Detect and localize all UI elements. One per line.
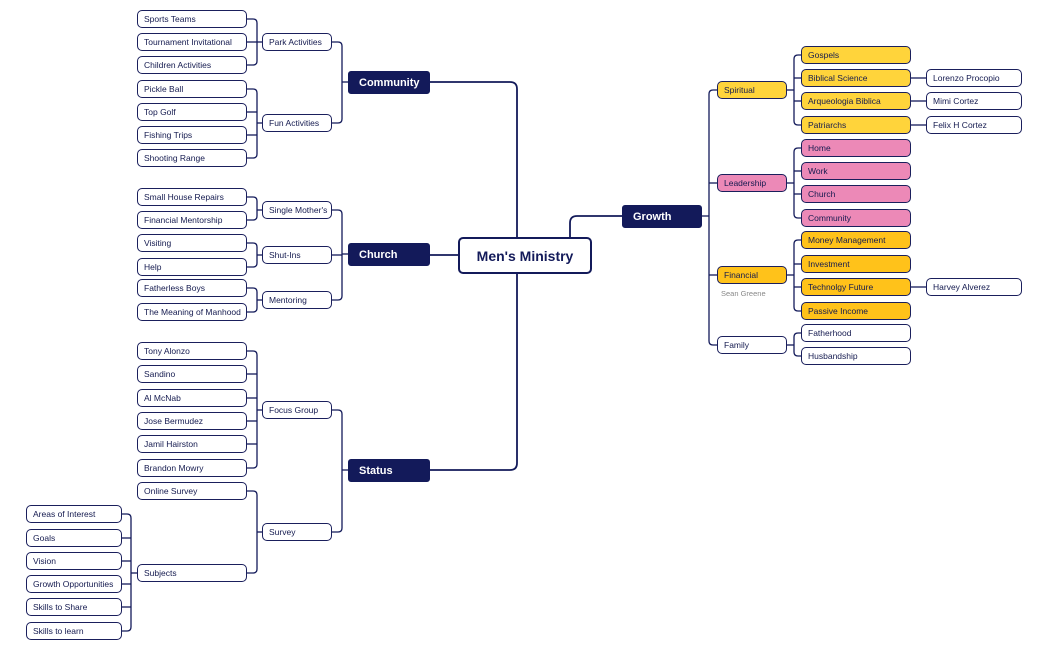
leaf-help[interactable]: Help — [137, 258, 247, 276]
leaf-online-survey[interactable]: Online Survey — [137, 482, 247, 500]
connector — [247, 18, 258, 24]
leaf-home[interactable]: Home — [801, 139, 911, 157]
subbranch-leadership[interactable]: Leadership — [717, 174, 787, 192]
leaf-jose-bermudez[interactable]: Jose Bermudez — [137, 412, 247, 430]
leaf-work[interactable]: Work — [801, 162, 911, 180]
leaf-passive-income[interactable]: Passive Income — [801, 302, 911, 320]
connector — [247, 262, 258, 268]
leaf-community[interactable]: Community — [801, 209, 911, 227]
connector — [247, 307, 258, 313]
leaf-vision[interactable]: Vision — [26, 552, 122, 570]
subbranch-survey[interactable]: Survey — [262, 523, 332, 541]
connector — [793, 351, 801, 357]
connector — [793, 332, 801, 338]
subbranch-mentoring[interactable]: Mentoring — [262, 291, 332, 309]
connector — [332, 41, 343, 47]
root-node[interactable]: Men's Ministry — [458, 237, 592, 274]
connector — [247, 88, 258, 94]
subbranch-family[interactable]: Family — [717, 336, 787, 354]
leaf-fatherless-boys[interactable]: Fatherless Boys — [137, 279, 247, 297]
branch-church[interactable]: Church — [348, 243, 430, 266]
leaf-al-mcnab[interactable]: Al McNab — [137, 389, 247, 407]
leaf-children-activities[interactable]: Children Activities — [137, 56, 247, 74]
leaf-areas-of-interest[interactable]: Areas of Interest — [26, 505, 122, 523]
connector — [332, 118, 343, 124]
branch-community[interactable]: Community — [348, 71, 430, 94]
leaf-gospels[interactable]: Gospels — [801, 46, 911, 64]
leaf-technolgy-future[interactable]: Technolgy Future — [801, 278, 911, 296]
leaf-church[interactable]: Church — [801, 185, 911, 203]
leaf-tony-alonzo[interactable]: Tony Alonzo — [137, 342, 247, 360]
connector — [247, 350, 258, 356]
connector — [793, 306, 801, 312]
connector — [332, 209, 343, 215]
leaf-tournament-invitational[interactable]: Tournament Invitational — [137, 33, 247, 51]
connector — [247, 196, 258, 202]
leaf-skills-to-share[interactable]: Skills to Share — [26, 598, 122, 616]
leaf-goals[interactable]: Goals — [26, 529, 122, 547]
leaf-visiting[interactable]: Visiting — [137, 234, 247, 252]
leaf-lorenzo-procopio[interactable]: Lorenzo Procopio — [926, 69, 1022, 87]
connector — [247, 490, 258, 496]
connector — [247, 463, 258, 469]
leaf-investment[interactable]: Investment — [801, 255, 911, 273]
leaf-fatherhood[interactable]: Fatherhood — [801, 324, 911, 342]
connector — [793, 54, 801, 60]
leaf-top-golf[interactable]: Top Golf — [137, 103, 247, 121]
connector — [247, 215, 258, 221]
leaf-brandon-mowry[interactable]: Brandon Mowry — [137, 459, 247, 477]
subbranch-financial[interactable]: Financial — [717, 266, 787, 284]
subbranch-single-mothers[interactable]: Single Mother's — [262, 201, 332, 219]
connector — [332, 295, 343, 301]
leaf-fishing-trips[interactable]: Fishing Trips — [137, 126, 247, 144]
financial-note: Sean Greene — [721, 289, 766, 298]
connector — [430, 81, 518, 237]
leaf-growth-opportunities[interactable]: Growth Opportunities — [26, 575, 122, 593]
connector — [332, 409, 343, 415]
branch-growth[interactable]: Growth — [622, 205, 702, 228]
leaf-shooting-range[interactable]: Shooting Range — [137, 149, 247, 167]
leaf-biblical-science[interactable]: Biblical Science — [801, 69, 911, 87]
connector — [793, 239, 801, 245]
connector — [430, 274, 518, 471]
subbranch-focus-group[interactable]: Focus Group — [262, 401, 332, 419]
leaf-financial-mentorship[interactable]: Financial Mentorship — [137, 211, 247, 229]
leaf-money-management[interactable]: Money Management — [801, 231, 911, 249]
leaf-husbandship[interactable]: Husbandship — [801, 347, 911, 365]
connector — [247, 60, 258, 66]
connector — [793, 213, 801, 219]
connector — [793, 147, 801, 153]
connector — [793, 120, 801, 126]
connector — [708, 89, 717, 95]
leaf-mimi-cortez[interactable]: Mimi Cortez — [926, 92, 1022, 110]
leaf-sports-teams[interactable]: Sports Teams — [137, 10, 247, 28]
leaf-skills-to-learn[interactable]: Skills to learn — [26, 622, 122, 640]
connector — [247, 287, 258, 293]
subbranch-park-activities[interactable]: Park Activities — [262, 33, 332, 51]
leaf-patriarchs[interactable]: Patriarchs — [801, 116, 911, 134]
connector — [332, 527, 343, 533]
leaf-harvey-alverez[interactable]: Harvey Alverez — [926, 278, 1022, 296]
leaf-arqueologia-biblica[interactable]: Arqueologia Biblica — [801, 92, 911, 110]
connector — [247, 242, 258, 248]
leaf-pickle-ball[interactable]: Pickle Ball — [137, 80, 247, 98]
leaf-felix-h-cortez[interactable]: Felix H Cortez — [926, 116, 1022, 134]
connector — [247, 568, 258, 574]
subbranch-spiritual[interactable]: Spiritual — [717, 81, 787, 99]
connector — [122, 626, 132, 632]
subbranch-subjects[interactable]: Subjects — [137, 564, 247, 582]
subbranch-shut-ins[interactable]: Shut-Ins — [262, 246, 332, 264]
leaf-small-house-repairs[interactable]: Small House Repairs — [137, 188, 247, 206]
connector — [247, 153, 258, 159]
leaf-sandino[interactable]: Sandino — [137, 365, 247, 383]
leaf-jamil-hairston[interactable]: Jamil Hairston — [137, 435, 247, 453]
branch-status[interactable]: Status — [348, 459, 430, 482]
leaf-meaning-of-manhood[interactable]: The Meaning of Manhood — [137, 303, 247, 321]
connector — [122, 513, 132, 519]
connector — [708, 340, 717, 346]
subbranch-fun-activities[interactable]: Fun Activities — [262, 114, 332, 132]
